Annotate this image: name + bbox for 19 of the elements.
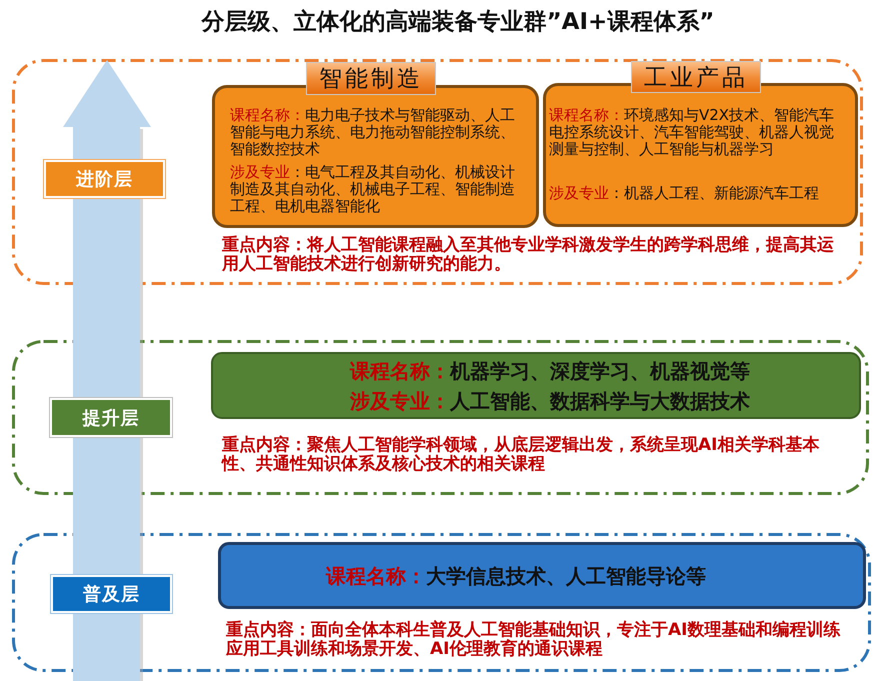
key-content-text: 重点内容：面向全体本科生普及人工智能基础知识，专注于AI数理基础和编程训练应用工具训练和场景开发、AI伦理教育的通识课程 <box>226 621 842 659</box>
course-list-text: 课程名称：机器学习、深度学习、机器视觉等 <box>350 358 750 384</box>
course-box <box>211 352 861 419</box>
level-label: 进阶层 <box>43 159 166 199</box>
course-list-text: 课程名称：大学信息技术、人工智能导论等 <box>326 562 706 590</box>
category-tab: 工业产品 <box>631 61 761 93</box>
level-label: 普及层 <box>50 574 173 614</box>
layer-band <box>12 533 871 672</box>
major-list-text: 涉及专业：人工智能、数据科学与大数据技术 <box>350 388 750 414</box>
level-label: 提升层 <box>49 397 173 438</box>
major-list-text: 涉及专业：机器人工程、新能源汽车工程 <box>549 185 820 202</box>
category-tab: 智能制造 <box>306 62 436 95</box>
key-content-text: 重点内容：聚焦人工智能学科领域，从底层逻辑出发，系统呈现AI相关学科基本性、共通性知识体系及核心技术的相关课程 <box>222 436 820 474</box>
major-list-text: 涉及专业：电气工程及其自动化、机械设计制造及其自动化、机械电子工程、智能制造工程、电机电器智能化 <box>230 164 516 215</box>
key-content-text: 重点内容：将人工智能课程融入至其他专业学科激发学生的跨学科思维，提高其运用人工智能技术进行创新研究的能力。 <box>222 236 835 274</box>
course-list-text: 课程名称：电力电子技术与智能驱动、人工智能与电力系统、电力拖动智能控制系统、智能数控技术 <box>230 107 516 158</box>
diagram-title: 分层级、立体化的高端装备专业群”AI+课程体系” <box>202 8 714 37</box>
course-box <box>218 542 866 609</box>
course-list-text: 课程名称：环境感知与V2X技术、智能汽车电控系统设计、汽车智能驾驶、机器人视觉测量与控制、人工智能与机器学习 <box>549 107 836 158</box>
